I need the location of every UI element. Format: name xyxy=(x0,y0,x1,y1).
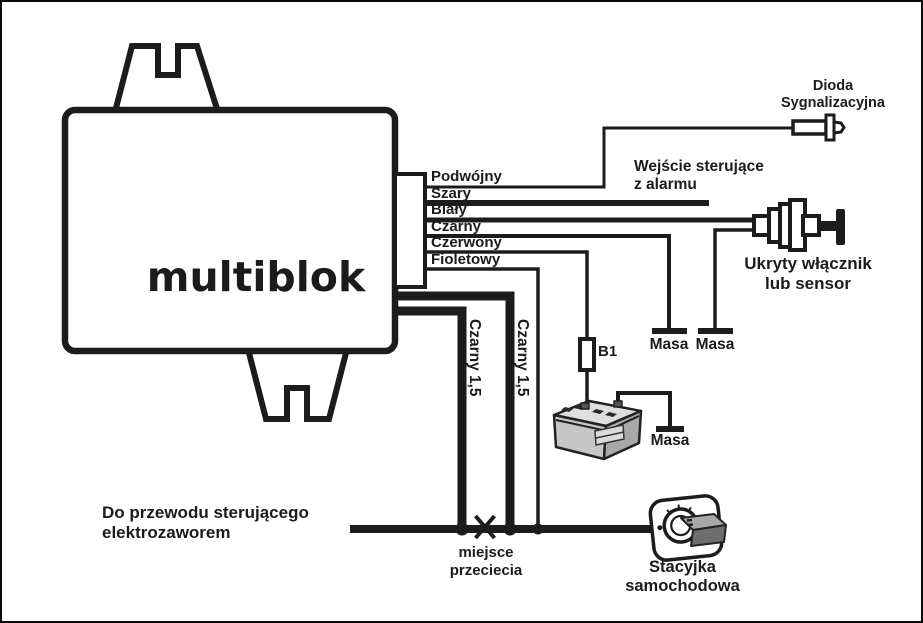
black-wire-gauge-label: Czarny 1,5 xyxy=(514,319,531,397)
wire-black-thick-1 xyxy=(394,291,515,527)
ground-label: Masa xyxy=(650,432,690,449)
wire-czarny xyxy=(425,234,671,328)
signal-diode-icon xyxy=(791,113,846,142)
wire-black-thick-2 xyxy=(394,306,467,527)
wire-label-szary: Szary xyxy=(431,185,472,202)
ground-label: Masa xyxy=(695,336,735,353)
connector-block-icon xyxy=(393,172,427,289)
hidden-switch-label: Ukryty włącznik lub sensor xyxy=(744,254,872,294)
mounting-tab-top-icon xyxy=(111,43,223,115)
ignition-switch-icon xyxy=(648,494,727,562)
solenoid-label: Do przewodu sterującego elektrozaworem xyxy=(102,503,309,543)
battery-icon xyxy=(552,399,643,461)
mounting-tab-bottom-icon xyxy=(244,346,351,422)
wire-label-podwojny: Podwójny xyxy=(431,168,502,185)
junction-dot xyxy=(532,523,544,535)
ignition-label: Stacyjka samochodowa xyxy=(625,558,740,596)
wire-podwojny xyxy=(425,126,792,189)
cut-point-label: miejsce przeciecia xyxy=(449,544,523,579)
multiblok-logo: multiblok xyxy=(146,253,366,301)
junction-dot xyxy=(455,522,469,536)
wire-battery-ground xyxy=(616,391,672,426)
wire-fioletowy xyxy=(425,267,540,527)
fuse-label: B1 xyxy=(598,343,618,360)
wire-label-czerwony: Czerwony xyxy=(431,234,502,251)
wire-sensor-ground xyxy=(713,228,756,328)
diode-label: Dioda Sygnalizacyjna xyxy=(781,78,885,112)
alarm-input-label: Wejście sterujące z alarmu xyxy=(634,158,764,194)
cut-point-x-icon xyxy=(473,514,497,540)
junction-dot xyxy=(503,522,517,536)
ignition-key-icon xyxy=(680,513,727,547)
hidden-switch-icon xyxy=(752,198,845,252)
wire-label-fioletowy: Fioletowy xyxy=(431,251,501,268)
wire-label-bialy: Biały xyxy=(431,201,467,218)
black-wire-gauge-label: Czarny 1,5 xyxy=(466,319,483,397)
ground-label: Masa xyxy=(649,336,689,353)
wire-label-czarny: Czarny xyxy=(431,218,482,235)
fuse-b1-icon xyxy=(578,337,596,372)
multiblok-unit xyxy=(61,106,399,355)
